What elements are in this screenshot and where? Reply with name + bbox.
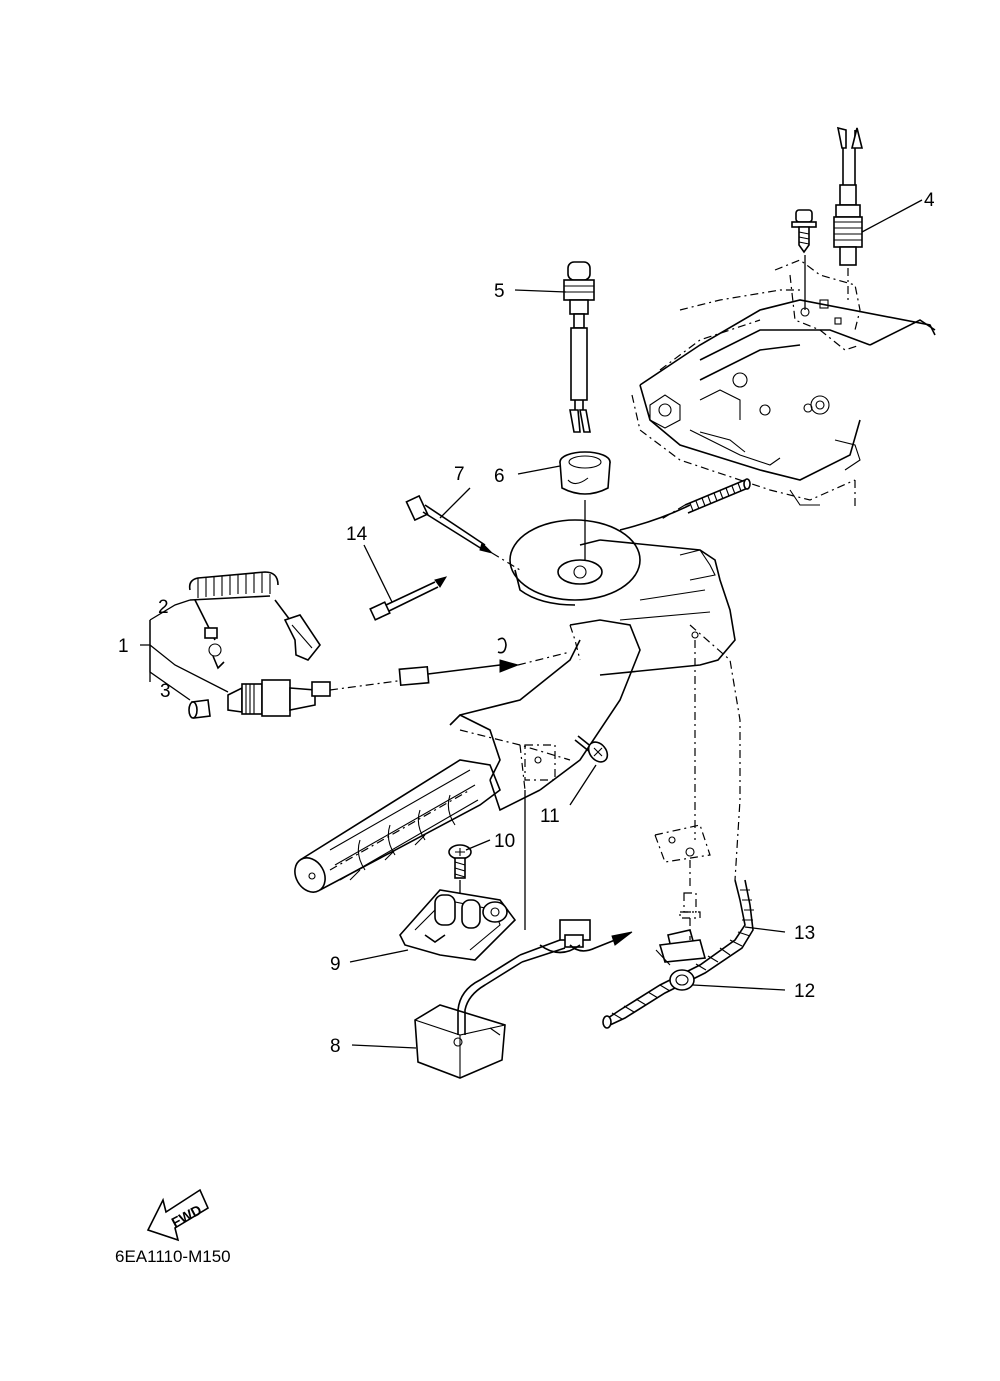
part-8-unit (414, 919, 633, 1079)
callout-13: 13 (794, 923, 815, 944)
callout-7: 7 (454, 464, 465, 485)
callout-11: 11 (540, 806, 560, 827)
callout-6: 6 (494, 466, 505, 487)
part-4-sensor (833, 126, 864, 300)
part-9-holder (399, 790, 526, 961)
callout-1: 1 (118, 636, 129, 657)
part-6-grommet (559, 451, 611, 560)
part-14-cable-tie (369, 576, 448, 621)
part-13-corrugated-tube (602, 624, 754, 1029)
tiller-handle (294, 504, 736, 893)
part-12-clamp (655, 929, 707, 991)
callout-8: 8 (330, 1036, 341, 1057)
callout-4: 4 (924, 190, 935, 211)
callout-14: 14 (346, 524, 368, 545)
fwd-arrow-icon: FWD (146, 1188, 210, 1242)
leader-lines (140, 199, 923, 1049)
diagram-code: 6EA1110-M150 (115, 1247, 231, 1266)
bottom-cowling (631, 259, 936, 510)
part-2-lanyard (188, 571, 321, 670)
callouts: 1 2 3 4 5 6 7 8 9 10 11 12 13 14 (118, 190, 935, 1057)
part-11-screw (574, 735, 609, 763)
mounting-plate (654, 640, 711, 940)
part-1-stop-switch (227, 637, 571, 717)
callout-5: 5 (494, 281, 505, 302)
upper-cable (659, 478, 751, 521)
callout-10: 10 (494, 831, 515, 852)
part-10-screw (448, 844, 472, 930)
callout-2: 2 (158, 597, 169, 618)
part-3-cap (188, 699, 211, 719)
callout-3: 3 (160, 681, 171, 702)
part-5-switch (563, 261, 595, 433)
part-7-cable-tie (405, 494, 521, 571)
callout-9: 9 (330, 954, 341, 975)
callout-12: 12 (794, 981, 815, 1002)
bracket-bolt (791, 209, 817, 310)
